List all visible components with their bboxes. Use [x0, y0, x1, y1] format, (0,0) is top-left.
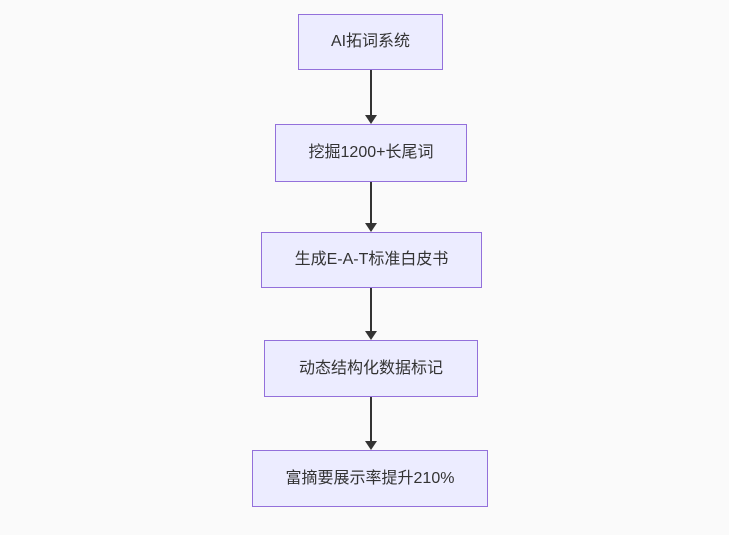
arrow-line [369, 397, 372, 442]
node-label: 挖掘1200+长尾词 [308, 144, 434, 162]
flowchart-node-mine-longtail-keywords: 挖掘1200+长尾词 [275, 124, 467, 182]
arrow-head-icon [364, 115, 377, 124]
flowchart-arrow-1 [364, 70, 377, 124]
flowchart-arrow-2 [364, 182, 377, 232]
flowchart-arrow-3 [364, 288, 377, 340]
node-label: 动态结构化数据标记 [298, 359, 443, 377]
arrow-head-icon [364, 223, 377, 232]
arrow-line [369, 70, 372, 116]
flowchart-arrow-4 [364, 397, 377, 450]
flowchart-node-dynamic-structured-data-markup: 动态结构化数据标记 [264, 340, 478, 397]
arrow-head-icon [364, 441, 377, 450]
flowchart-node-generate-eat-whitepaper: 生成E-A-T标准白皮书 [261, 232, 482, 288]
flowchart-node-rich-snippet-rate-increase: 富摘要展示率提升210% [252, 450, 488, 507]
arrow-head-icon [364, 331, 377, 340]
node-label: 生成E-A-T标准白皮书 [294, 251, 449, 269]
arrow-line [369, 182, 372, 224]
flowchart-node-ai-word-expansion-system: AI拓词系统 [298, 14, 443, 70]
arrow-line [369, 288, 372, 332]
node-label: AI拓词系统 [330, 33, 411, 51]
node-label: 富摘要展示率提升210% [285, 469, 455, 487]
